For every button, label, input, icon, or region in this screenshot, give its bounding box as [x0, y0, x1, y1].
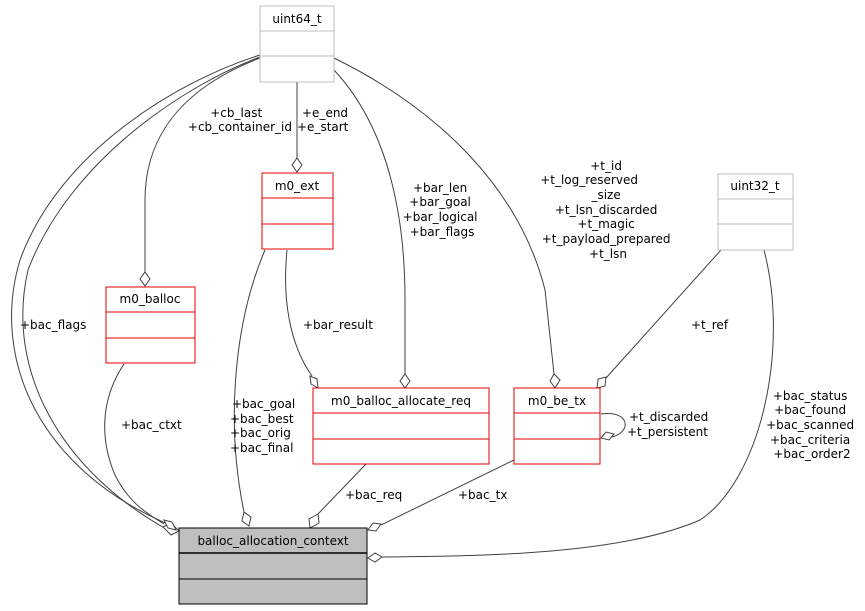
edge-uint64-to-balloc: [139, 57, 261, 287]
node-title: m0_be_tx: [528, 394, 586, 408]
aggregation-diamond: [367, 552, 383, 563]
edge-label-uint64-to-ext: +e_end +e_start: [297, 106, 352, 134]
node-m0-ext[interactable]: m0_ext: [261, 172, 334, 250]
aggregation-diamond: [163, 519, 177, 531]
edge-label-uint64-to-context: +bac_flags: [20, 318, 86, 332]
aggregation-diamond: [596, 376, 607, 389]
aggregation-diamond: [309, 375, 319, 389]
node-uint32-t[interactable]: uint32_t: [717, 173, 794, 251]
edge-label-tx-self-loop: +t_discarded +t_persistent: [627, 410, 712, 439]
edge-label-uint64-to-balloc: +cb_last +cb_container_id: [188, 106, 292, 134]
node-m0-balloc-allocate-req[interactable]: m0_balloc_allocate_req: [312, 387, 490, 465]
edge-ext-to-req: [285, 249, 319, 389]
edge-ext-to-context: [233, 249, 266, 527]
edge-label-balloc-to-context: +bac_ctxt: [121, 418, 182, 432]
node-m0-balloc[interactable]: m0_balloc: [105, 286, 196, 364]
node-title: uint64_t: [272, 12, 322, 26]
aggregation-diamond: [600, 431, 615, 441]
node-title: m0_ext: [275, 179, 320, 193]
aggregation-diamond: [399, 373, 411, 389]
node-title: m0_balloc: [120, 292, 181, 306]
node-title: uint32_t: [730, 179, 780, 193]
edge-label-ext-to-context: +bac_goal +bac_best +bac_orig +bac_final: [230, 397, 299, 455]
aggregation-diamond: [308, 513, 320, 529]
edge-tx-self-loop: [600, 413, 626, 441]
edge-label-uint32-to-tx: +t_ref: [691, 318, 729, 332]
edge-label-tx-to-context: +bac_tx: [458, 488, 507, 502]
node-balloc-allocation-context[interactable]: balloc_allocation_context: [178, 527, 368, 605]
aggregation-diamond: [367, 522, 382, 532]
edge-req-to-context: [308, 463, 367, 529]
aggregation-diamond: [241, 511, 252, 527]
aggregation-diamond: [549, 373, 561, 389]
edge-balloc-to-context: [104, 363, 177, 531]
edge-label-uint64-to-tx: +t_id +t_log_reserved _size +t_lsn_disca…: [540, 159, 674, 261]
edge-uint64-to-tx: [333, 57, 561, 389]
edge-label-req-to-context: +bac_req: [345, 488, 402, 502]
edge-uint64-to-req: [333, 69, 411, 389]
edge-uint64-to-ext: [291, 82, 303, 173]
node-title: m0_balloc_allocate_req: [331, 394, 471, 408]
edge-uint32-to-context: [367, 249, 774, 563]
edge-uint32-to-tx: [596, 249, 722, 389]
aggregation-diamond: [291, 157, 303, 173]
node-uint64-t[interactable]: uint64_t: [259, 5, 335, 83]
aggregation-diamond: [139, 271, 151, 287]
edge-label-uint64-to-req: +bar_len +bar_goal +bar_logical +bar_fla…: [403, 181, 482, 239]
node-title: balloc_allocation_context: [197, 534, 348, 548]
edge-label-uint32-to-context: +bac_status +bac_found +bac_scanned +bac…: [766, 389, 858, 461]
node-m0-be-tx[interactable]: m0_be_tx: [513, 387, 601, 465]
edge-tx-to-context: [367, 459, 515, 532]
edge-label-ext-to-req: +bar_result: [303, 318, 373, 332]
